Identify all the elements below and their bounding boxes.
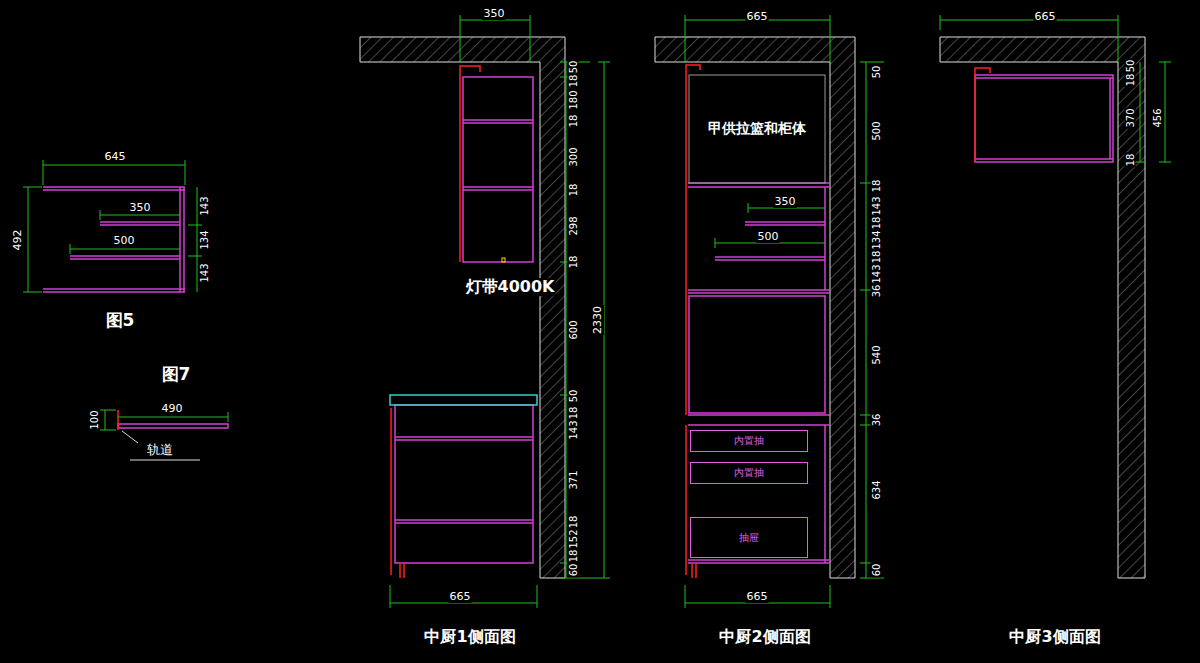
figure-caption: 图5: [105, 311, 136, 330]
dimension-text: 600: [568, 319, 579, 340]
dimension-text: 300: [568, 146, 579, 167]
dimension-text: 50: [568, 60, 579, 75]
dimension-text: 134: [871, 229, 882, 250]
box-text: 内置抽: [734, 434, 764, 448]
drawer-box: 内置抽: [690, 430, 808, 452]
dimension-text: 18: [871, 216, 882, 231]
part-name: 轨道: [146, 443, 174, 457]
basket-compartment: 甲供拉篮和柜体: [689, 76, 825, 182]
view-caption: 中厨3侧面图: [1008, 628, 1101, 646]
dimension-text: 370: [1125, 107, 1136, 128]
dimension-text: 18: [1125, 73, 1136, 88]
dimension-text: 143: [199, 262, 210, 283]
dimension-text: 456: [1152, 107, 1163, 128]
dimension-text: 152: [568, 528, 579, 549]
box-text: 内置抽: [734, 466, 764, 480]
dimension-text: 18: [568, 74, 579, 89]
dimension-text: 634: [871, 479, 882, 500]
dimension-text: 18: [568, 255, 579, 270]
dimension-text: 180: [568, 89, 579, 110]
dimension-text: 371: [568, 469, 579, 490]
dimension-text: 18: [871, 250, 882, 265]
dimension-text: 50: [1125, 59, 1136, 74]
view-caption: 中厨2侧面图: [718, 628, 811, 646]
figure-caption: 图7: [161, 365, 192, 384]
dimension-text: 350: [774, 196, 797, 208]
dimension-text: 500: [757, 231, 780, 243]
dimension-text: 36: [871, 284, 882, 299]
dimension-text: 134: [199, 229, 210, 250]
dimension-text: 100: [89, 409, 100, 430]
dimension-text: 665: [746, 11, 769, 23]
dimension-text: 500: [871, 120, 882, 141]
dimension-text: 18: [871, 179, 882, 194]
dimension-text: 665: [746, 591, 769, 603]
dimension-text: 143: [871, 263, 882, 284]
dimension-text: 350: [483, 8, 506, 20]
dimension-text: 2330: [592, 305, 604, 335]
dimension-text: 540: [871, 344, 882, 365]
box-text: 抽屉: [739, 531, 759, 545]
box-text: 甲供拉篮和柜体: [708, 120, 806, 138]
part-name: 灯带4000K: [465, 278, 556, 296]
dimension-text: 143: [199, 195, 210, 216]
dimension-text: 18: [1125, 153, 1136, 168]
dimension-text: 18: [568, 549, 579, 564]
dimension-text: 500: [113, 235, 136, 247]
dimension-text: 18: [568, 183, 579, 198]
drawer-box: 抽屉: [690, 517, 808, 558]
dimension-text: 18: [568, 515, 579, 530]
dimension-text: 18: [568, 406, 579, 421]
dimension-text: 18: [568, 114, 579, 129]
dimension-text: 36: [871, 413, 882, 428]
dimension-text: 60: [568, 563, 579, 578]
drawer-box: 内置抽: [690, 462, 808, 484]
dimension-text: 143: [568, 419, 579, 440]
dimension-text: 50: [871, 65, 882, 80]
dimension-text: 665: [1034, 11, 1057, 23]
dimension-text: 50: [568, 389, 579, 404]
dimension-text: 298: [568, 215, 579, 236]
dimension-text: 645: [104, 151, 127, 163]
dimension-text: 492: [12, 229, 24, 252]
dimension-text: 350: [129, 202, 152, 214]
dimension-text: 60: [871, 563, 882, 578]
dimension-text: 490: [161, 403, 184, 415]
dimension-text: 665: [449, 591, 472, 603]
dimension-text: 143: [871, 195, 882, 216]
view-caption: 中厨1侧面图: [423, 628, 516, 646]
